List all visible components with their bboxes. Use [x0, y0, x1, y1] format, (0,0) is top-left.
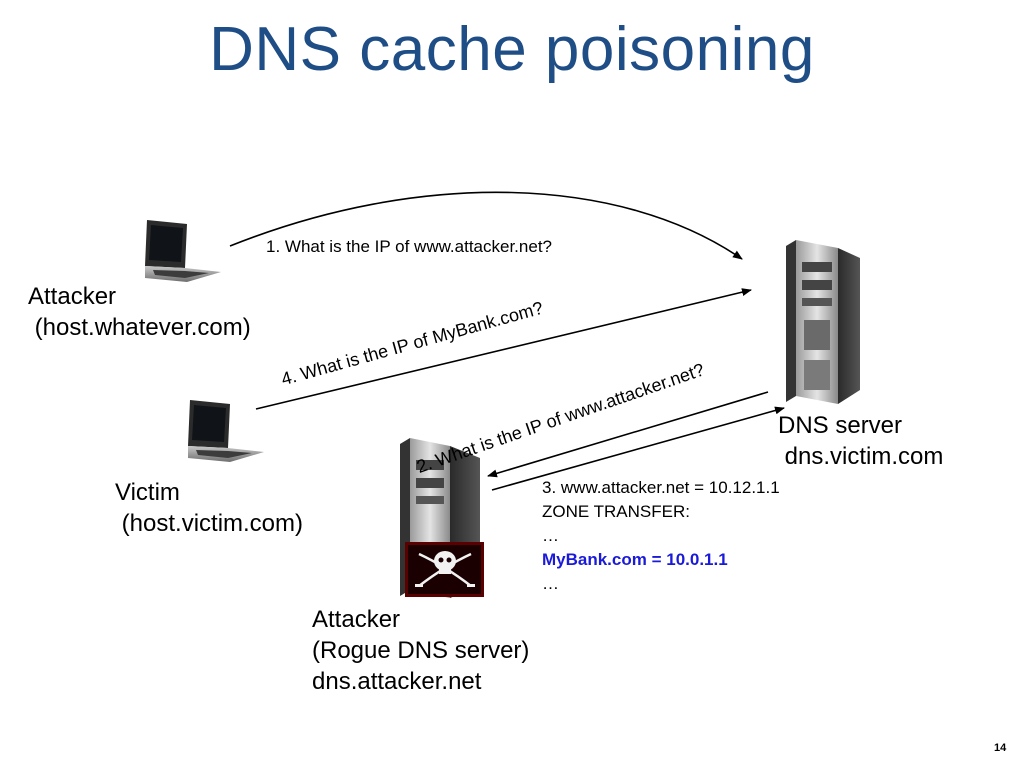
dns-server-name: DNS server: [778, 412, 903, 439]
arrow-step1: [229, 191, 743, 260]
dns-server-label: DNS server dns.victim.com: [778, 410, 943, 472]
arrow-step2: [487, 391, 769, 478]
dns-server-tower-icon: [786, 240, 860, 404]
attacker-host-name: Attacker: [28, 283, 117, 310]
reply-line-zone-transfer: ZONE TRANSFER:: [542, 502, 690, 521]
reply-line-ellipsis-2: …: [542, 574, 559, 593]
attacker-host-domain: (host.whatever.com): [28, 314, 251, 341]
reply-block: 3. www.attacker.net = 10.12.1.1 ZONE TRA…: [542, 476, 780, 596]
rogue-dns-label: Attacker (Rogue DNS server) dns.attacker…: [312, 604, 529, 697]
victim-host-name: Victim: [115, 479, 180, 506]
victim-host-label: Victim (host.victim.com): [115, 477, 303, 539]
dns-server-domain: dns.victim.com: [778, 443, 944, 470]
page-number: 14: [994, 742, 1007, 754]
victim-laptop-icon: [188, 400, 264, 462]
slide-title: DNS cache poisoning: [209, 15, 815, 84]
victim-host-domain: (host.victim.com): [115, 510, 304, 537]
rogue-dns-role: (Rogue DNS server): [312, 637, 530, 664]
reply-line-answer: 3. www.attacker.net = 10.12.1.1: [542, 478, 780, 497]
reply-line-mybank: MyBank.com = 10.0.1.1: [542, 550, 728, 569]
arrow-step4: [255, 288, 752, 410]
attacker-laptop-icon: [145, 220, 221, 282]
attacker-host-label: Attacker (host.whatever.com): [28, 281, 251, 343]
message-step1: 1. What is the IP of www.attacker.net?: [266, 237, 552, 256]
pirate-skull-icon: [405, 542, 484, 597]
rogue-dns-domain: dns.attacker.net: [312, 668, 482, 695]
rogue-dns-name: Attacker: [312, 606, 401, 633]
arrow-step3: [491, 406, 785, 491]
reply-line-ellipsis-1: …: [542, 526, 559, 545]
